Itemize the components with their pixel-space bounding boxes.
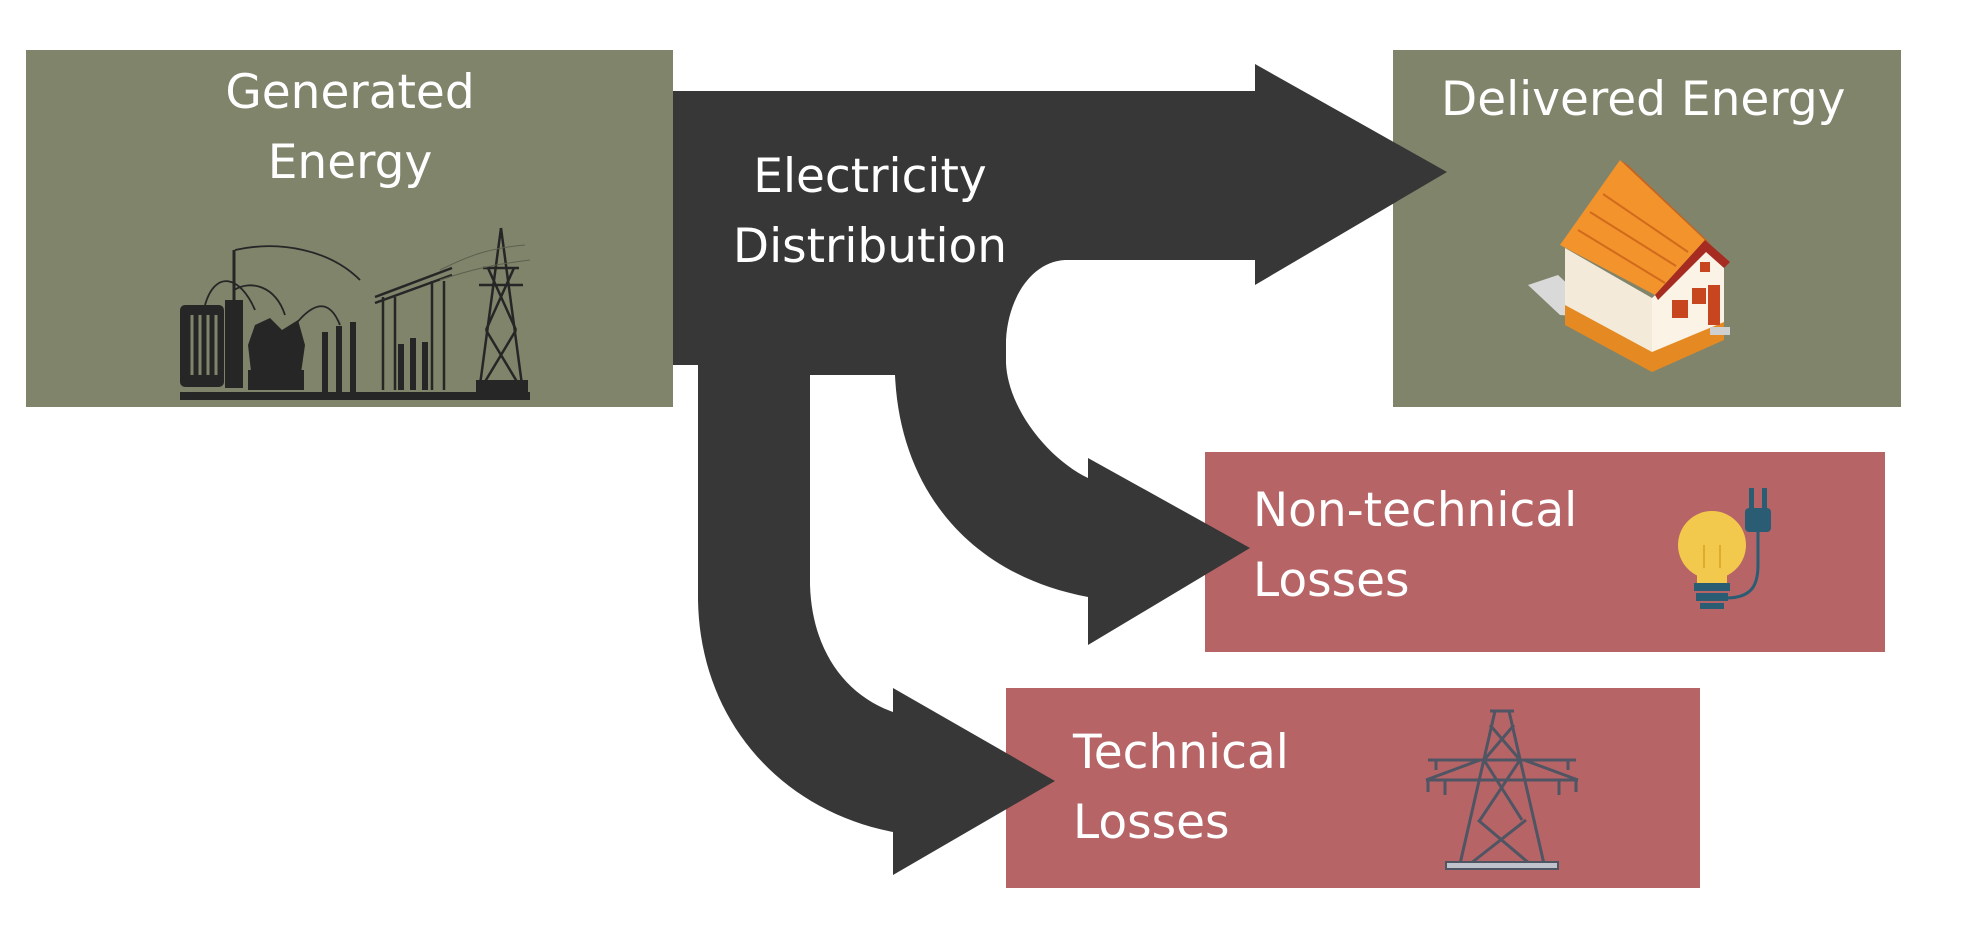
generated-energy-box [26, 50, 673, 407]
technical-losses-line1: Technical [1073, 725, 1289, 780]
house-icon [1528, 160, 1730, 372]
non-technical-losses-label: Non-technical Losses [1253, 476, 1577, 616]
generated-energy-line2: Energy [267, 135, 433, 190]
transmission-tower-icon [1425, 709, 1579, 870]
technical-losses-box [1006, 688, 1700, 888]
arrow-to-technical-losses [698, 507, 1055, 875]
electricity-distribution-label: Electricity Distribution [700, 142, 1040, 282]
flow-arrows [673, 64, 1447, 875]
technical-losses-label: Technical Losses [1073, 718, 1289, 858]
technical-losses-line2: Losses [1073, 795, 1230, 850]
lightbulb-plug-icon [1678, 488, 1771, 609]
generated-energy-line1: Generated [225, 65, 475, 120]
non-technical-losses-line2: Losses [1253, 553, 1410, 608]
arrow-to-non-technical-losses [895, 363, 1250, 645]
non-technical-losses-line1: Non-technical [1253, 483, 1578, 538]
non-technical-losses-box [1205, 452, 1885, 652]
electricity-distribution-line1: Electricity [753, 149, 987, 204]
generated-energy-label: Generated Energy [150, 58, 550, 198]
arrow-to-delivered-energy [673, 64, 1447, 507]
delivered-energy-label: Delivered Energy [1441, 72, 1846, 127]
power-substation-silhouette [180, 227, 531, 400]
electricity-distribution-line2: Distribution [732, 219, 1008, 274]
